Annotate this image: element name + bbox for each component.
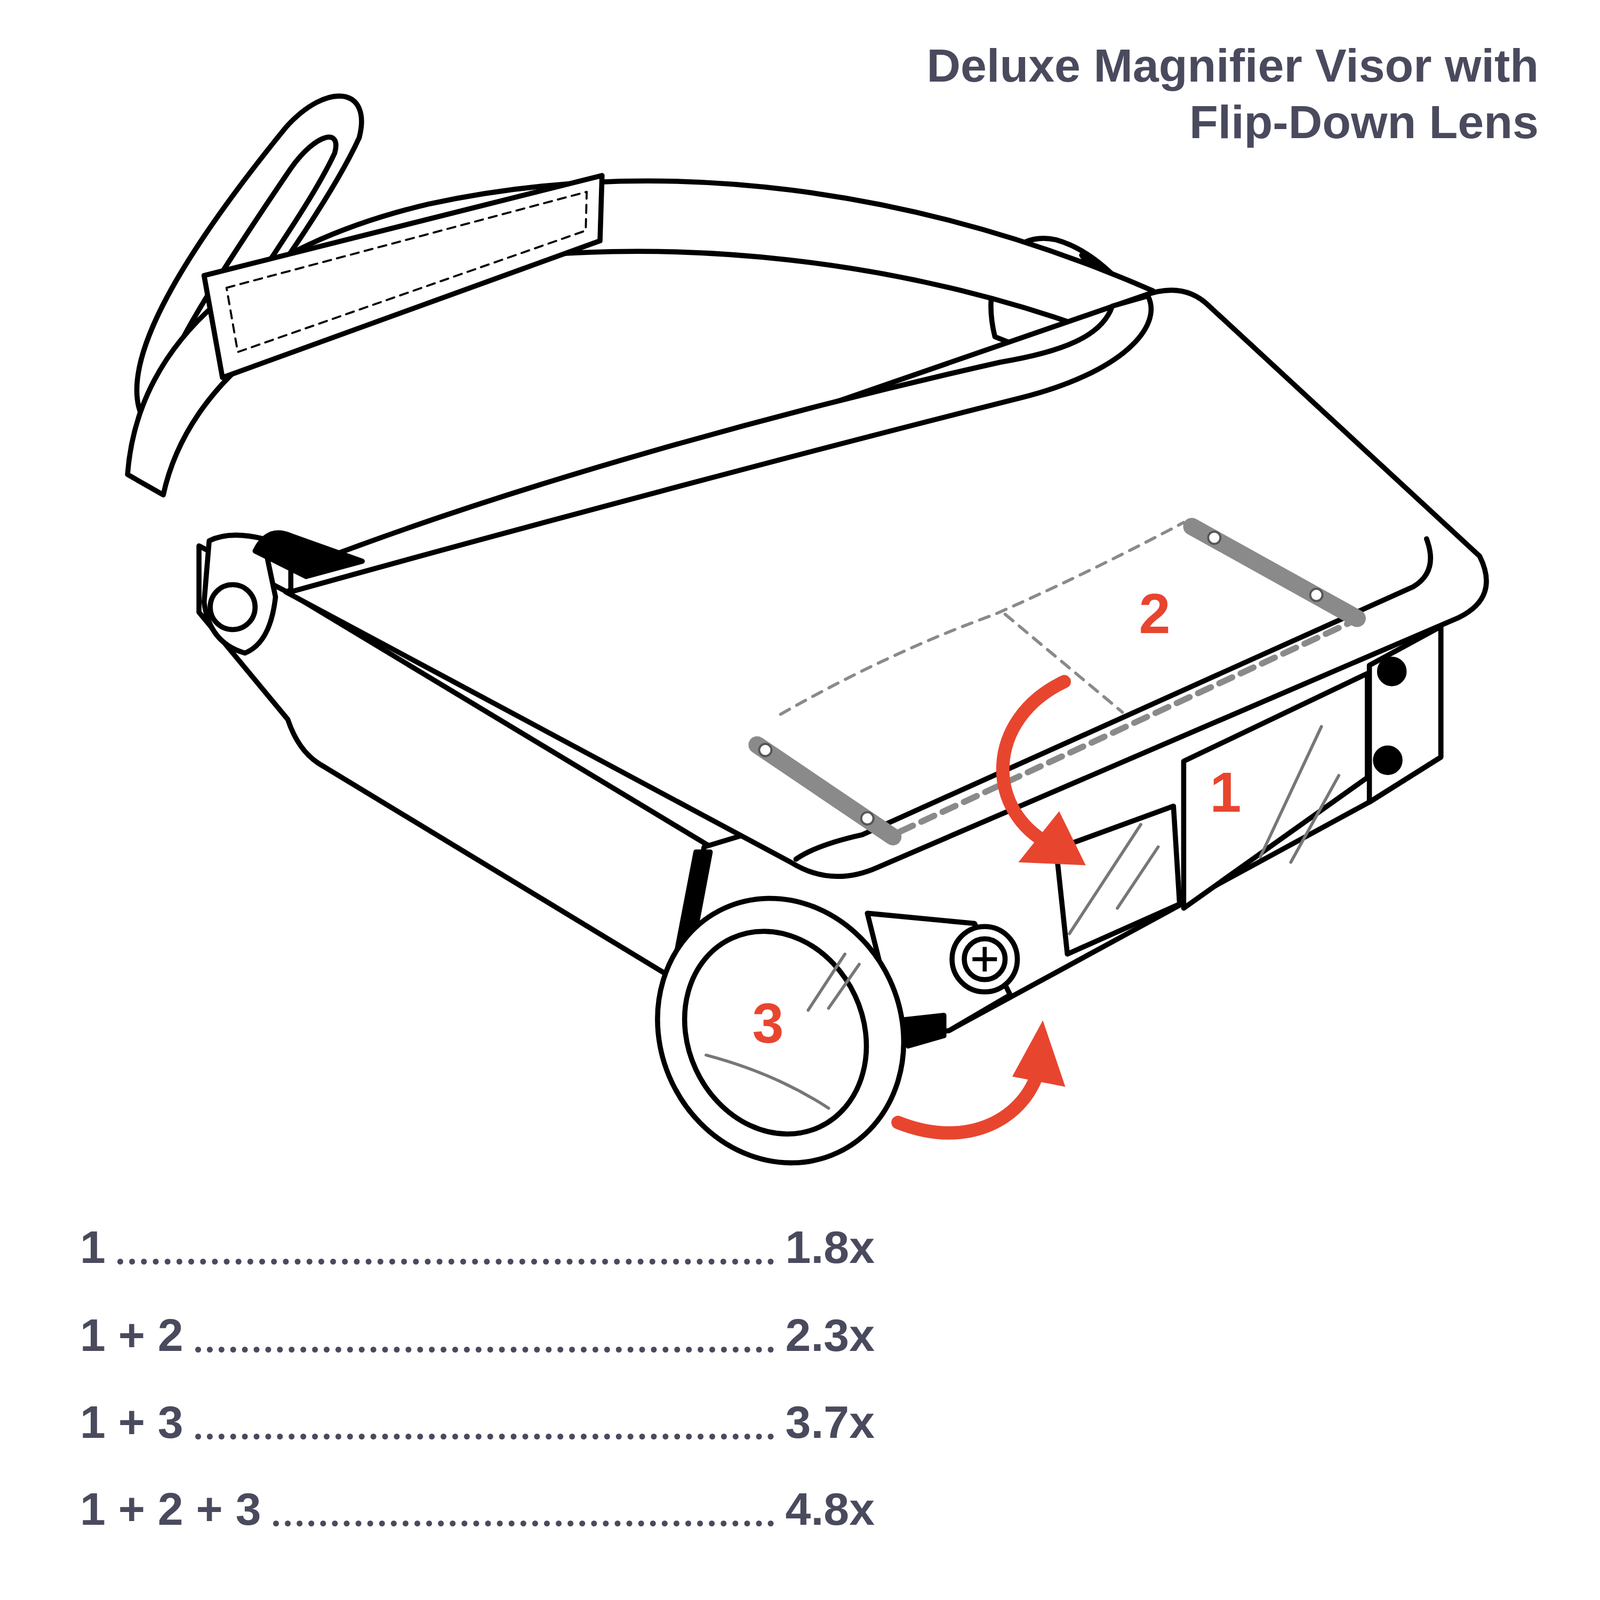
callout-number: 1 [1210,763,1242,821]
magnification-row: 1 + 2 2.3x [80,1312,875,1358]
glare-line [1117,846,1159,909]
lens-2-outline [780,522,1184,715]
loupe-glass [651,901,899,1165]
screw-cross [972,947,997,972]
lens-combination: 1 + 2 + 3 [80,1485,262,1532]
arrow-head [1018,811,1086,866]
motion-arrows [898,681,1086,1133]
dot-leader [195,1346,774,1353]
glare-line [808,954,845,1011]
lens-2-hinge-edge [900,618,1360,832]
hinge-knob [210,584,255,630]
lens-combination: 1 + 3 [80,1398,184,1445]
magnification-value: 3.7x [785,1398,875,1445]
strap-stitching [226,192,587,352]
lens-combination: 1 [80,1224,106,1270]
rivet [1375,747,1400,773]
magnification-row: 1 1.8x [80,1224,875,1270]
loupe-rim [614,857,947,1204]
glare-line [1290,775,1339,863]
glare-arc [706,1054,829,1108]
headband-front [290,296,1151,592]
magnification-value: 4.8x [785,1485,875,1532]
hinge-shadow [254,532,363,577]
loupe-glare [706,954,860,1109]
screws [758,531,1323,825]
lens-combination: 1 + 2 [80,1312,184,1358]
loupe-screw-head [964,938,1006,980]
visor-drawing [127,96,1487,1031]
glare-line [1069,824,1141,934]
loupe-screw [952,926,1018,992]
lens-1-right-pane [1183,673,1367,909]
arrow-head [1012,1020,1066,1087]
screw [758,744,772,757]
loupe-3 [614,857,1018,1204]
dot-leader [273,1520,774,1527]
lens-1-left-pane [1056,805,1180,954]
strap-tab [204,175,603,378]
callout-number: 2 [1139,585,1171,642]
dot-leader [195,1433,774,1440]
swing-arrow [898,1069,1039,1133]
lens-2-bracket [1192,526,1358,619]
right-end-piece [1369,626,1442,803]
magnification-row: 1 + 3 3.7x [80,1398,875,1445]
dot-leader [117,1258,774,1265]
screw [861,812,874,825]
magnification-value: 1.8x [785,1224,875,1270]
title: Deluxe Magnifier Visor with Flip-Down Le… [898,37,1539,150]
lens-2-fold [1005,614,1123,713]
callout-number: 3 [752,994,784,1052]
glare-line [1260,726,1322,858]
lens-2-bracket [757,745,893,837]
rivet [1379,659,1405,684]
screw [1208,531,1221,544]
screw [1310,588,1323,602]
glare-lines [1069,726,1339,934]
glare-line [828,964,860,1008]
magnification-value: 2.3x [785,1312,875,1358]
magnification-row: 1 + 2 + 3 4.8x [80,1485,875,1532]
